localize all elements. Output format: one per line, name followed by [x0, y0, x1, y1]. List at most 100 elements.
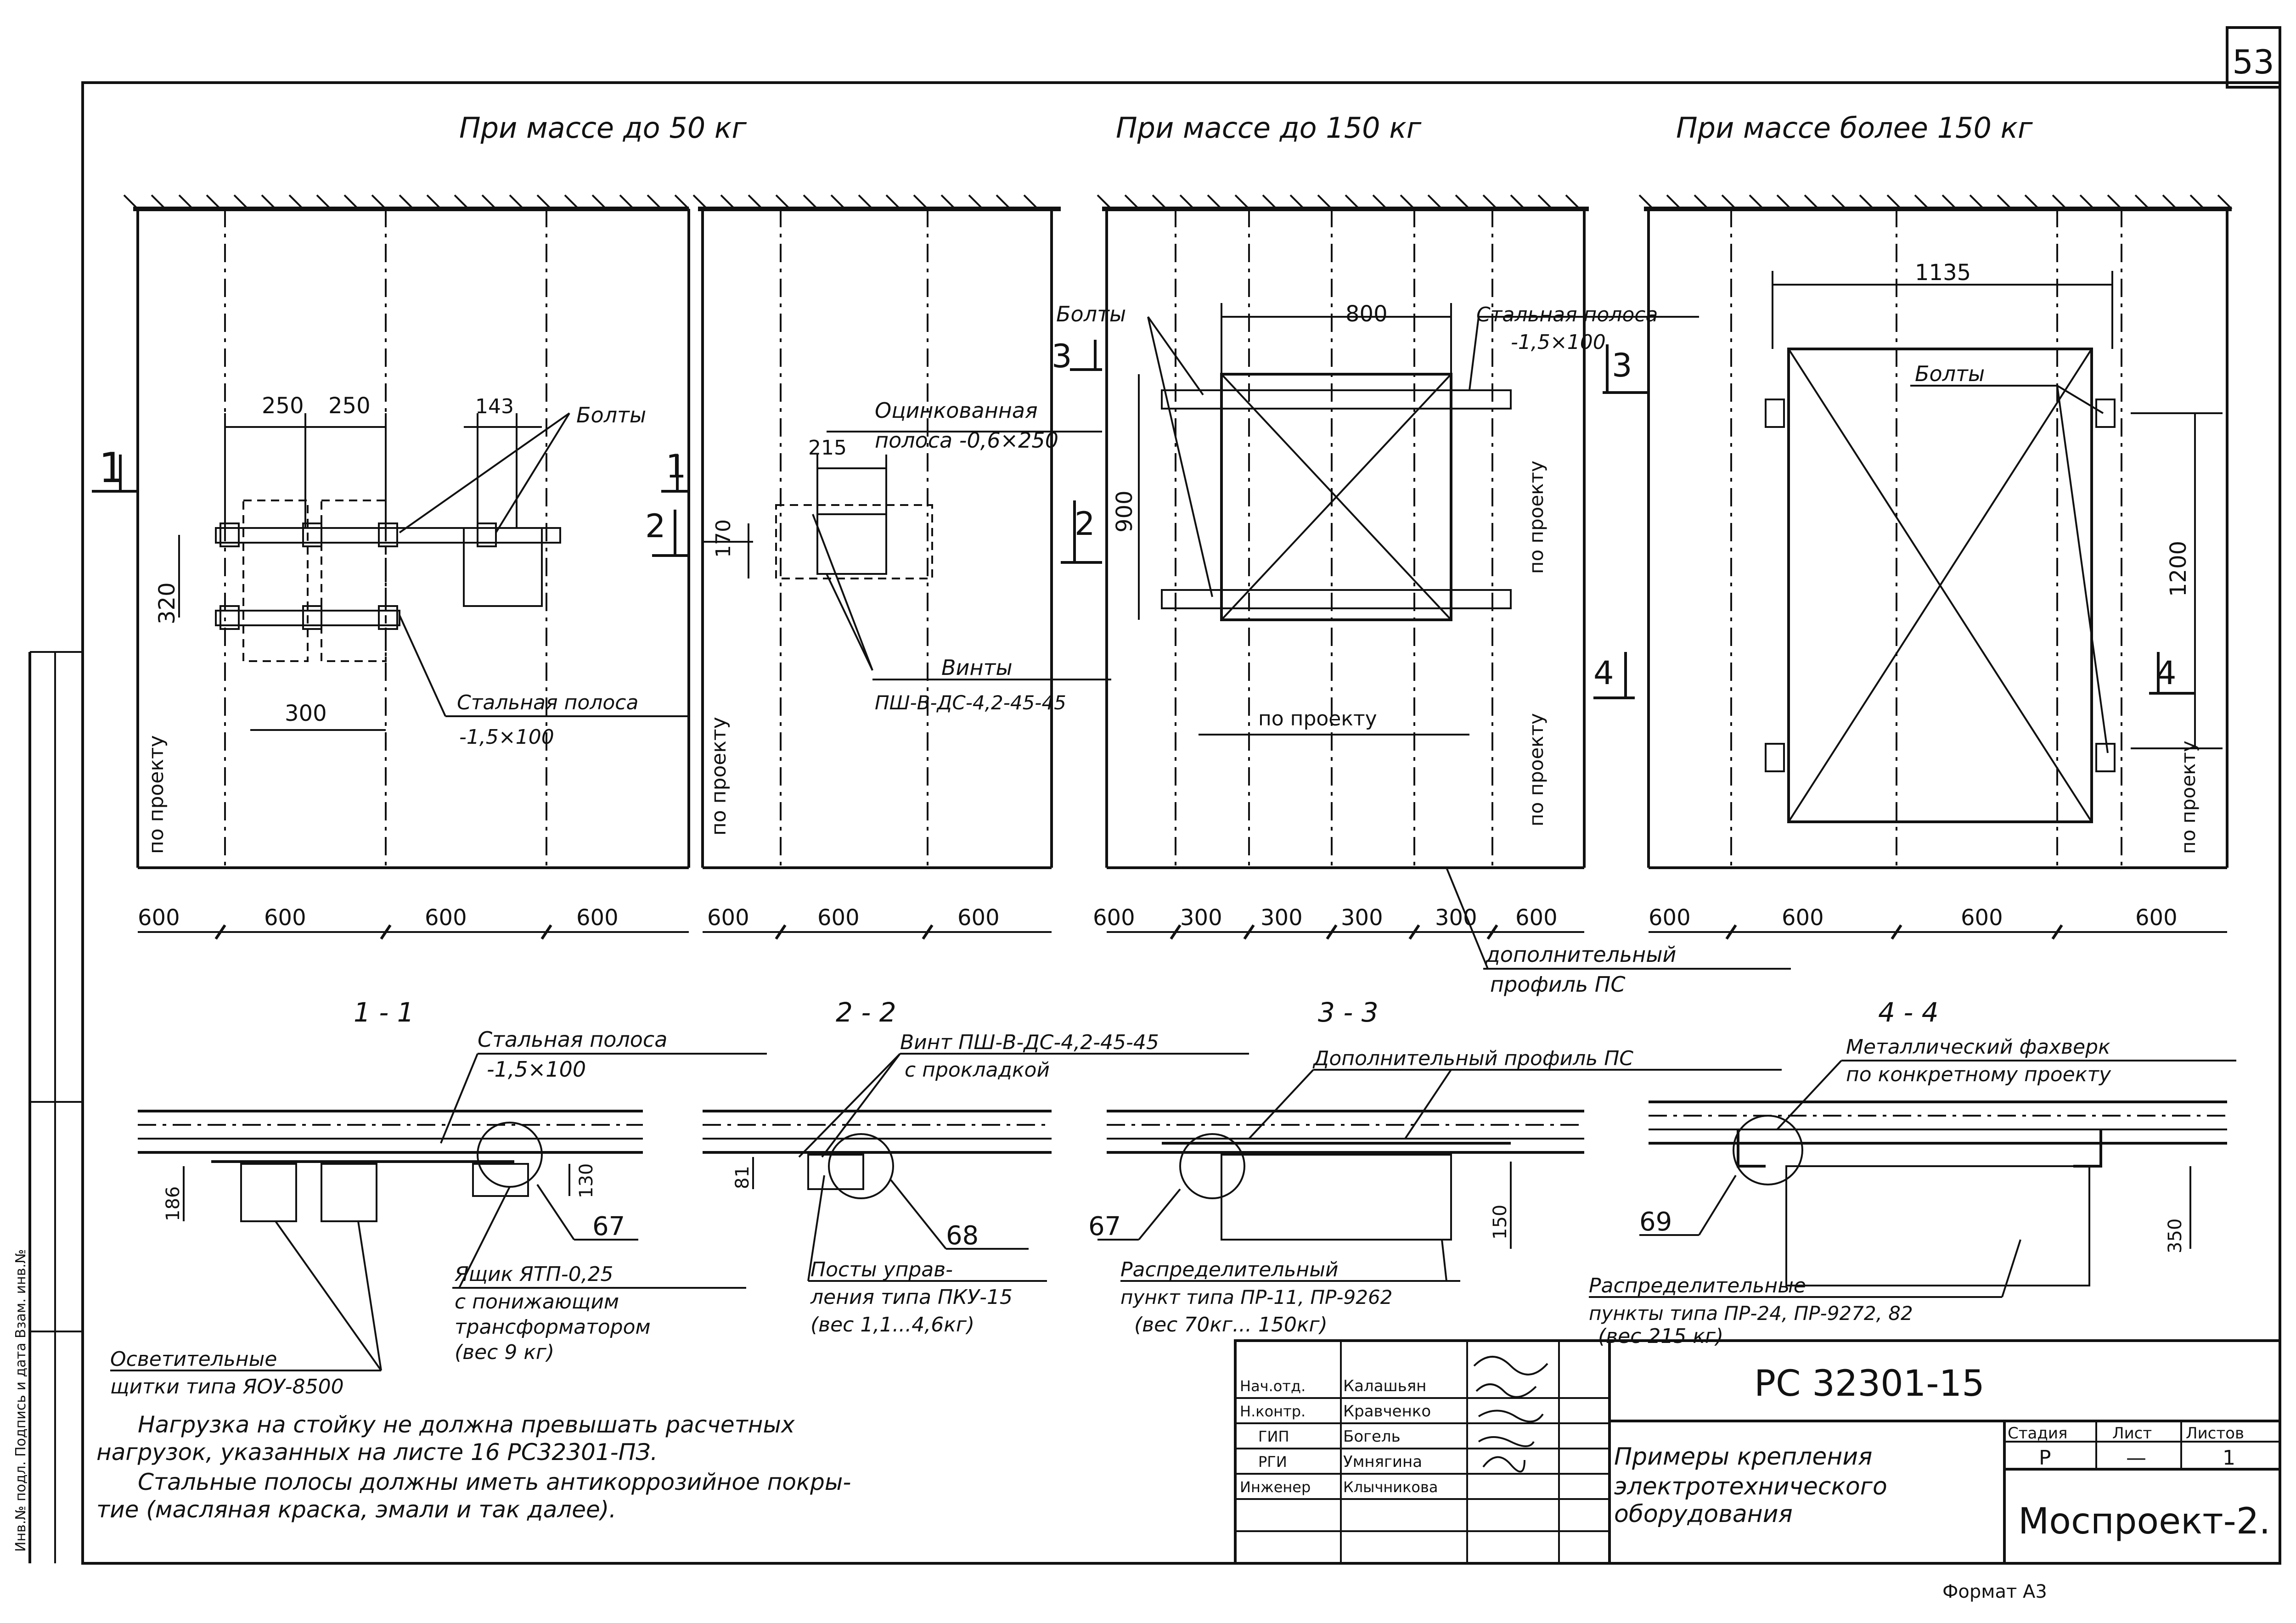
section-mark-2b: 2	[1075, 505, 1095, 543]
dim-170: 170	[712, 519, 735, 558]
section-mark-3b: 3	[1612, 347, 1632, 384]
dim-b3-6: 600	[1515, 905, 1558, 931]
po-proektu-4: по проекту	[2177, 741, 2200, 854]
dim-1135: 1135	[1915, 260, 1971, 286]
header-mass-150: При массе до 150 кг	[1116, 111, 1422, 145]
doc-title-1: Примеры крепления	[1614, 1443, 1872, 1471]
strip-label-1: Стальная полоса	[457, 691, 638, 714]
dist-points-4-2: пункты типа ПР-24, ПР-9272, 82	[1589, 1302, 1913, 1325]
panel-1-plan	[92, 194, 690, 869]
control-posts-1: Посты управ-	[810, 1258, 953, 1281]
po-proektu-3b: по проекту	[1525, 461, 1548, 574]
box-yatp-2: с понижающим	[455, 1290, 619, 1314]
dim-b2-1: 600	[707, 905, 749, 931]
dist-point-3: (вес 70кг... 150кг)	[1134, 1313, 1328, 1337]
dim-320: 320	[154, 582, 180, 624]
dim-b3-2: 300	[1180, 905, 1222, 931]
s4-dim-350: 350	[2165, 1219, 2186, 1253]
dist-points-4-3: (вес 215 кг)	[1598, 1325, 1723, 1348]
name-4: Умнягина	[1343, 1453, 1422, 1471]
panel-3-plan	[1070, 194, 1699, 969]
role-2: Н.контр.	[1240, 1403, 1306, 1420]
equipment-leaders	[110, 1186, 2002, 1371]
note-line-2: нагрузок, указанных на листе 16 РС32301-…	[96, 1439, 658, 1466]
control-posts-2: ления типа ПКУ-15	[810, 1286, 1013, 1309]
dim-b3-3: 300	[1261, 905, 1303, 931]
left-margin-label: Инв.№ подл. Подпись и дата Взам. инв.№	[13, 1249, 29, 1552]
po-proektu-3c: по проекту	[1525, 713, 1548, 826]
doc-title-2: электротехнического	[1614, 1473, 1887, 1500]
section-mark-4b: 4	[2156, 654, 2177, 692]
panel-2-plan	[692, 194, 1111, 869]
dim-b2-2: 600	[817, 905, 860, 931]
section-4-4-title: 4 - 4	[1878, 997, 1939, 1028]
panel-4-plan	[1638, 194, 2233, 869]
section-mark-2a: 2	[645, 507, 666, 545]
doc-title-3: оборудования	[1614, 1500, 1793, 1528]
s1-note: Стальная полоса	[478, 1027, 667, 1052]
dim-b1-1: 600	[138, 905, 180, 931]
name-5: Клычникова	[1343, 1478, 1438, 1496]
s2-dim-81: 81	[732, 1166, 753, 1189]
galv-strip-size: полоса -0,6×250	[875, 428, 1058, 453]
dim-b3-4: 300	[1341, 905, 1383, 931]
s1-note-size: -1,5×100	[487, 1057, 586, 1082]
dim-b4-1: 600	[1649, 905, 1691, 931]
strip-size-3: -1,5×100	[1511, 331, 1606, 354]
sheets-value: 1	[2223, 1446, 2235, 1470]
section-mark-3a: 3	[1052, 337, 1072, 375]
name-3: Богель	[1343, 1427, 1401, 1446]
control-posts-3: (вес 1,1...4,6кг)	[810, 1313, 974, 1337]
dim-b3-5: 300	[1435, 905, 1477, 931]
s2-note-b: с прокладкой	[905, 1058, 1050, 1082]
screws-label: Винты	[941, 655, 1013, 680]
section-mark-4a: 4	[1593, 654, 1614, 692]
note-line-1: Нагрузка на стойку не должна превышать р…	[138, 1411, 795, 1438]
dist-points-4-1: Распределительные	[1589, 1274, 1806, 1297]
dim-800: 800	[1345, 301, 1388, 327]
header-mass-50: При массе до 50 кг	[459, 111, 747, 145]
po-proektu-2: по проекту	[707, 717, 731, 836]
section-2-2-title: 2 - 2	[836, 997, 896, 1028]
role-3: ГИП	[1258, 1428, 1289, 1445]
bolts-label-1: Болты	[576, 403, 646, 427]
box-yatp-3: трансформатором	[455, 1315, 651, 1339]
note-line-4: тие (масляная краска, эмали и так далее)…	[96, 1496, 616, 1523]
dim-900: 900	[1112, 490, 1137, 533]
po-proektu-3a: по проекту	[1258, 707, 1377, 730]
s4-note: Металлический фахверк	[1846, 1035, 2110, 1059]
dim-b1-2: 600	[264, 905, 306, 931]
s1-dim-130: 130	[576, 1163, 597, 1198]
s4-ref-69: 69	[1639, 1207, 1672, 1237]
header-mass-over-150: При массе более 150 кг	[1676, 111, 2033, 145]
s4-note-b: по конкретному проекту	[1846, 1063, 2111, 1086]
dim-1200: 1200	[2166, 541, 2191, 597]
section-drawings	[138, 1053, 2236, 1297]
stage-value: Р	[2039, 1446, 2051, 1470]
extra-profile-line1: дополнительный	[1485, 942, 1676, 967]
section-1-1-title: 1 - 1	[354, 997, 414, 1028]
s1-dim-186: 186	[163, 1186, 184, 1221]
role-1: Нач.отд.	[1240, 1377, 1306, 1395]
bottom-dimension-lines	[138, 924, 2227, 940]
dim-250-b: 250	[328, 393, 371, 419]
s3-dim-150: 150	[1490, 1205, 1511, 1240]
lighting-panels-2: щитки типа ЯОУ-8500	[110, 1375, 344, 1398]
s2-note: Винт ПШ-В-ДС-4,2-45-45	[900, 1031, 1159, 1054]
box-yatp-1: Ящик ЯТП-0,25	[454, 1263, 613, 1286]
dim-b4-3: 600	[1961, 905, 2003, 931]
sheet-header: Лист	[2112, 1424, 2152, 1443]
screws-type: ПШ-В-ДС-4,2-45-45	[875, 691, 1066, 714]
s3-note: Дополнительный профиль ПС	[1312, 1047, 1633, 1070]
s1-ref-67: 67	[592, 1212, 625, 1241]
box-yatp-4: (вес 9 кг)	[455, 1341, 554, 1364]
po-proektu-1: по проекту	[145, 735, 168, 854]
title-block	[1234, 1339, 2281, 1565]
sheet-value: —	[2126, 1446, 2146, 1470]
dim-b1-3: 600	[425, 905, 467, 931]
sheet-frame	[28, 26, 2281, 1565]
sheets-header: Листов	[2186, 1424, 2244, 1443]
bolts-label-4: Болты	[1915, 361, 1985, 386]
galv-strip-label: Оцинкованная	[875, 398, 1038, 423]
